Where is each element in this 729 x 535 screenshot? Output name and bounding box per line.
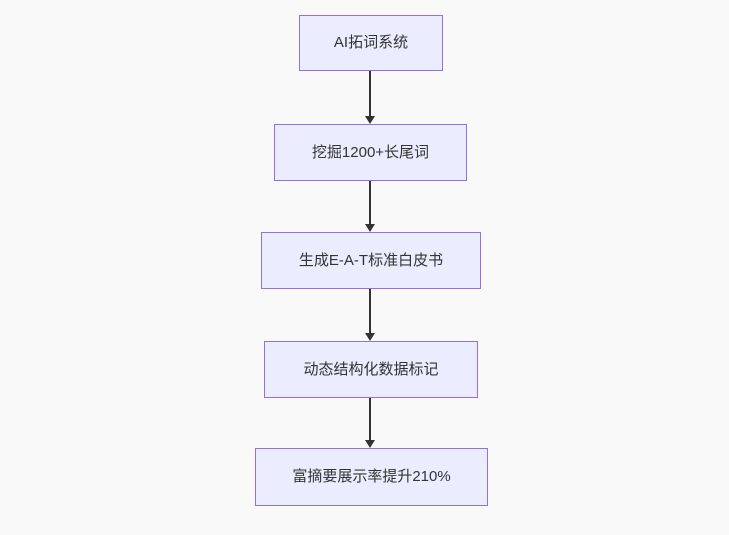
arrow-head-icon [365,224,375,232]
flowchart-node-ai-word-expansion: AI拓词系统 [299,15,443,71]
arrow-line [369,289,371,334]
flowchart-node-structured-data-markup: 动态结构化数据标记 [264,341,478,398]
arrow-head-icon [365,440,375,448]
arrow-line [369,71,371,117]
arrow-head-icon [365,116,375,124]
flow-arrow-3 [365,289,375,341]
flow-arrow-4 [365,398,375,448]
flowchart-node-rich-snippet-result: 富摘要展示率提升210% [255,448,488,506]
flow-arrow-1 [365,71,375,124]
arrow-line [369,181,371,225]
arrow-head-icon [365,333,375,341]
node-label: 动态结构化数据标记 [303,360,439,378]
node-label: 富摘要展示率提升210% [292,468,451,485]
arrow-line [369,398,371,441]
flow-arrow-2 [365,181,375,232]
flowchart-node-longtail-mining: 挖掘1200+长尾词 [274,124,467,181]
node-label: 挖掘1200+长尾词 [311,143,430,161]
flowchart-node-eat-whitepaper: 生成E-A-T标准白皮书 [261,232,481,289]
node-label: 生成E-A-T标准白皮书 [298,251,444,269]
node-label: AI拓词系统 [333,34,409,51]
